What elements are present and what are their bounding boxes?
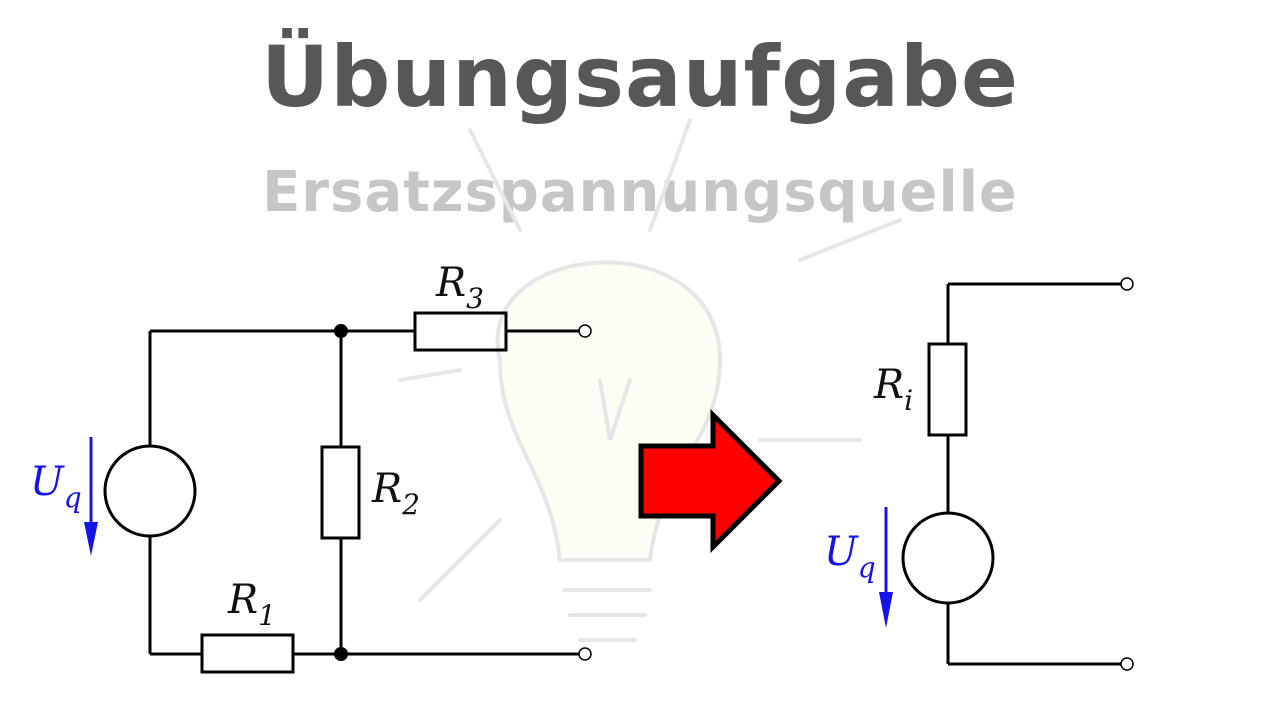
- resistor-r3: [413, 311, 508, 352]
- terminal-left-bottom: [578, 647, 592, 661]
- node-top: [334, 324, 348, 338]
- right-circuit: [901, 277, 1134, 671]
- resistor-r1: [200, 633, 295, 674]
- node-bottom: [334, 647, 348, 661]
- source-arrow-left-icon: [84, 437, 98, 556]
- voltage-source-right: [901, 511, 995, 605]
- left-circuit: [103, 311, 592, 674]
- voltage-source-left: [103, 444, 197, 538]
- label-r1: R1: [227, 577, 276, 632]
- source-arrow-right-icon: [879, 507, 893, 628]
- resistor-ri: [927, 342, 968, 437]
- resistor-r2: [320, 445, 361, 540]
- terminal-right-bottom: [1120, 657, 1134, 671]
- terminal-left-top: [578, 324, 592, 338]
- label-ri: Ri: [873, 362, 913, 417]
- page-title: Übungsaufgabe: [260, 28, 1019, 126]
- label-uq-right: Uq: [824, 529, 876, 584]
- label-r2: R2: [371, 466, 420, 521]
- right-arrow-icon: [638, 408, 783, 554]
- label-uq-left: Uq: [30, 459, 82, 514]
- page-subtitle: Ersatzspannungsquelle: [262, 160, 1018, 225]
- terminal-right-top: [1120, 277, 1134, 291]
- label-r3: R3: [435, 260, 484, 315]
